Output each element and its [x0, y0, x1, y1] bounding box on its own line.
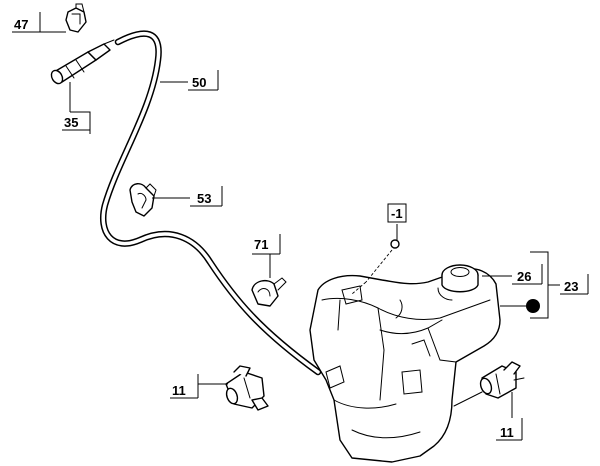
- callout-50: 50: [192, 75, 206, 90]
- filled-dot-icon: [526, 299, 540, 313]
- assembly-reference-line: [351, 239, 400, 295]
- callout-box-minus-1: [387, 203, 407, 223]
- grommet-part: [390, 239, 400, 249]
- washer-reservoir: [309, 264, 501, 463]
- washer-pump-left: [225, 365, 269, 411]
- callout-23: 23: [564, 279, 578, 294]
- leader-lines: [12, 12, 589, 441]
- washer-nozzle: [50, 39, 115, 85]
- callout-26: 26: [517, 269, 531, 284]
- callout-53: 53: [197, 191, 211, 206]
- hose-clip-top: [65, 3, 87, 33]
- callout-47: 47: [14, 17, 28, 32]
- hose-clip-small: [251, 277, 287, 307]
- hose-clip-middle: [129, 183, 157, 217]
- washer-hose: [100, 30, 322, 376]
- callout-minus-1: -1: [391, 206, 403, 221]
- callout-11-right: 11: [500, 425, 514, 440]
- callout-71: 71: [254, 237, 268, 252]
- washer-pump-right: [453, 361, 525, 407]
- callout-11-left: 11: [172, 383, 186, 398]
- callout-35: 35: [64, 115, 78, 130]
